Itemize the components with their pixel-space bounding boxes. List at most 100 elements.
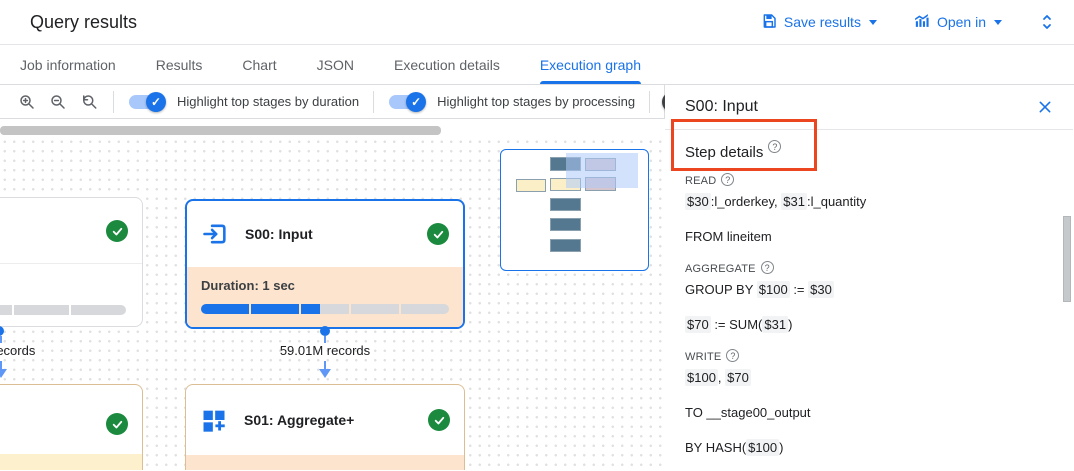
stage-title: S00: Input: [245, 226, 313, 242]
help-icon[interactable]: ?: [760, 261, 774, 274]
edge-line: [324, 336, 326, 343]
toolbar-divider: [649, 90, 651, 113]
minimap-stage-rect: [550, 239, 581, 252]
section-line: FROM lineitem: [685, 229, 772, 244]
dropdown-caret-icon: [868, 19, 877, 25]
open-in-label: Open in: [936, 14, 986, 30]
aggregate-stage-icon: [200, 406, 228, 434]
help-icon[interactable]: ?: [726, 349, 740, 362]
tab-json[interactable]: JSON: [316, 56, 354, 73]
tab-execution-details[interactable]: Execution details: [393, 56, 500, 73]
progress-segment: [301, 304, 349, 314]
progress-segment: [351, 304, 399, 314]
graph-minimap[interactable]: [500, 149, 649, 271]
variable-token: $31: [781, 193, 807, 210]
minimap-stage-rect: [516, 179, 546, 192]
step-section: $70 := SUM($31): [685, 316, 1053, 334]
progress-segment: [14, 305, 69, 315]
help-icon[interactable]: ?: [721, 173, 735, 186]
edge-records-label: 59.01M records: [279, 343, 371, 358]
highlight-duration-toggle[interactable]: ✓: [129, 91, 166, 112]
zoom-in-icon[interactable]: [18, 93, 36, 111]
content: ✓ Highlight top stages by duration ✓ Hig…: [0, 85, 1074, 470]
header-actions: Save results Open in: [761, 0, 1056, 44]
variable-token: $30: [685, 193, 711, 210]
stage-card-s01-aggregate[interactable]: S01: Aggregate+ Duration:: [185, 384, 465, 470]
edge-line: [0, 361, 2, 369]
stage-card-s00-input[interactable]: S00: Input Duration: 1 sec: [185, 199, 465, 329]
minimap-stage-rect: [550, 198, 581, 211]
edge-line: [0, 336, 2, 343]
stage-title: S01: Aggregate+: [244, 412, 355, 428]
variable-token: $100: [746, 439, 780, 456]
dropdown-caret-icon: [994, 19, 1002, 25]
highlight-processing-label: Highlight top stages by processing: [437, 94, 636, 109]
panel-scrollbar[interactable]: [1063, 216, 1071, 302]
chart-icon: [913, 12, 930, 32]
variable-token: $70: [725, 369, 751, 386]
minimap-stage-rect: [550, 218, 581, 231]
stage-duration-label: Duration: 1 sec: [201, 278, 295, 293]
section-line: $30:l_orderkey, $31:l_quantity: [685, 193, 867, 210]
edge-line: [324, 361, 326, 369]
section-label: READ?: [685, 173, 1053, 188]
stage-card-partial-bottom-left[interactable]: [0, 384, 143, 470]
progress-segment: [201, 304, 249, 314]
input-stage-icon: [201, 220, 229, 248]
variable-token: $70: [685, 316, 711, 333]
variable-token: $100: [685, 369, 718, 386]
section-label: AGGREGATE?: [685, 261, 1053, 276]
save-icon: [761, 13, 777, 32]
step-details-label: Step details: [685, 144, 764, 161]
tab-results[interactable]: Results: [155, 56, 203, 73]
stage-complete-icon: [106, 413, 128, 435]
zoom-reset-icon[interactable]: [80, 93, 98, 111]
stage-complete-icon: [427, 223, 449, 245]
variable-token: $31: [762, 316, 789, 333]
close-icon[interactable]: [1037, 99, 1053, 115]
edge-records-label: records: [0, 343, 36, 358]
stage-duration-section: Duration: 1 sec: [187, 267, 463, 327]
stage-duration-section: Duration:: [186, 455, 464, 470]
step-section: WRITE? $100, $70: [685, 349, 1053, 387]
step-section: FROM lineitem: [685, 228, 1053, 246]
toolbar-divider: [373, 90, 375, 113]
execution-graph-pane: ✓ Highlight top stages by duration ✓ Hig…: [0, 85, 700, 470]
graph-toolbar: ✓ Highlight top stages by duration ✓ Hig…: [0, 85, 700, 119]
tab-job-information[interactable]: Job information: [20, 56, 116, 73]
tab-execution-graph[interactable]: Execution graph: [539, 45, 642, 84]
panel-title: S00: Input: [685, 98, 758, 115]
step-section: AGGREGATE? GROUP BY $100 := $30: [685, 261, 1053, 299]
open-in-button[interactable]: Open in: [913, 12, 1002, 32]
collapse-panel-icon[interactable]: [1038, 13, 1056, 31]
horizontal-scrollbar[interactable]: [0, 126, 441, 135]
graph-canvas[interactable]: S00: Input Duration: 1 sec 59.01M record…: [0, 119, 665, 470]
minimap-viewport[interactable]: [566, 153, 638, 188]
section-line: GROUP BY $100 := $30: [685, 281, 834, 298]
step-section: TO __stage00_output: [685, 404, 1053, 422]
page-title: Query results: [30, 12, 138, 32]
section-label: WRITE?: [685, 349, 1053, 364]
stage-progress-bar: [201, 304, 449, 314]
tab-chart[interactable]: Chart: [242, 56, 277, 73]
stage-card-partial-top-left[interactable]: [0, 197, 143, 327]
stage-duration-label: Duration:: [186, 455, 464, 470]
progress-segment: [251, 304, 299, 314]
zoom-out-icon[interactable]: [49, 93, 67, 111]
toggle-check-icon: ✓: [146, 91, 166, 112]
highlight-duration-label: Highlight top stages by duration: [177, 94, 360, 109]
highlight-processing-toggle[interactable]: ✓: [389, 91, 427, 112]
step-section: BY HASH($100): [685, 439, 1053, 457]
progress-segment: [0, 305, 12, 315]
stage-complete-icon: [428, 409, 450, 431]
header: Query results Save results: [0, 0, 1074, 45]
progress-segment: [71, 305, 126, 315]
edge-arrowhead-icon: [0, 369, 7, 378]
section-line: $100, $70: [685, 369, 751, 386]
stage-details-panel: S00: Input Step details ? READ? $30:l_ord…: [665, 85, 1073, 470]
save-results-button[interactable]: Save results: [761, 13, 877, 32]
section-line: $70 := SUM($31): [685, 316, 793, 333]
help-icon[interactable]: ?: [768, 140, 782, 153]
